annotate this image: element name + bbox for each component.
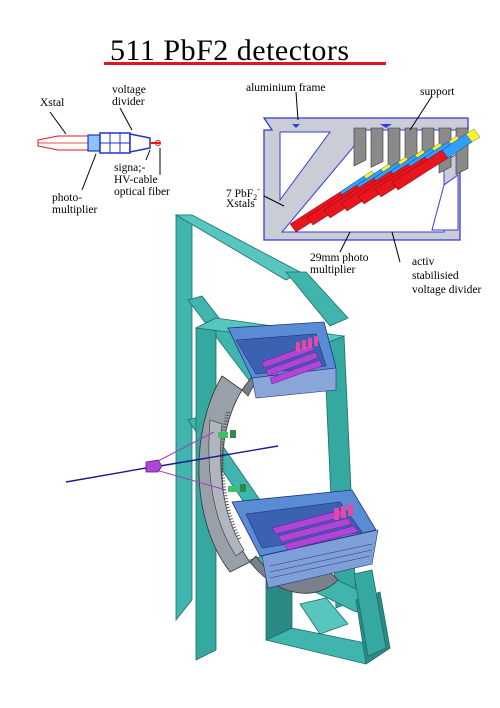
leader-divider (119, 107, 133, 131)
label-signal-1: signa;- (114, 162, 146, 174)
label-pbf2-xstals-2: Xstals (226, 198, 255, 210)
divider-support (370, 127, 384, 168)
label-activ-3: voltage divider (412, 284, 482, 296)
label-voltage-divider-2: divider (112, 96, 145, 108)
label-signal-2: HV-cable (114, 174, 158, 186)
label-pm29-2: multiplier (310, 264, 356, 276)
voltage-divider-block (465, 128, 481, 143)
leader-pm (81, 153, 97, 191)
leader-xstal (49, 111, 67, 135)
label-pbf2-xstals-1: 7 PbF2- (226, 185, 260, 203)
title-underline (104, 62, 386, 65)
label-activ-2: stabilisied (412, 270, 459, 282)
leader-pm29 (339, 231, 351, 253)
label-xstal: Xstal (40, 97, 65, 109)
label-pm29-1: 29mm photo (310, 252, 369, 264)
leader-signal (145, 149, 151, 161)
leader-xstals (263, 195, 285, 207)
label-voltage-divider-1: voltage (112, 84, 146, 96)
divider-support (353, 127, 367, 167)
leader-support (409, 95, 433, 131)
pbf2-crystal-stack (289, 128, 481, 233)
inner-green-detectors (218, 430, 246, 492)
leader-frame (295, 91, 299, 121)
lower-detector-module (231, 489, 379, 589)
label-photo-multiplier-2: multiplier (52, 204, 98, 216)
label-photo-multiplier-1: photo- (52, 192, 83, 204)
label-aluminium-frame: aluminium frame (246, 82, 326, 94)
label-activ-1: activ (412, 256, 435, 268)
target-and-beam (65, 431, 279, 491)
upper-detector-module (227, 321, 337, 399)
page-title: 511 PbF2 detectors (110, 34, 350, 67)
single-detector-sketch (37, 132, 161, 154)
leader-activ (391, 231, 401, 263)
label-support: support (420, 86, 455, 98)
label-optical-fiber: optical fiber (114, 186, 170, 198)
